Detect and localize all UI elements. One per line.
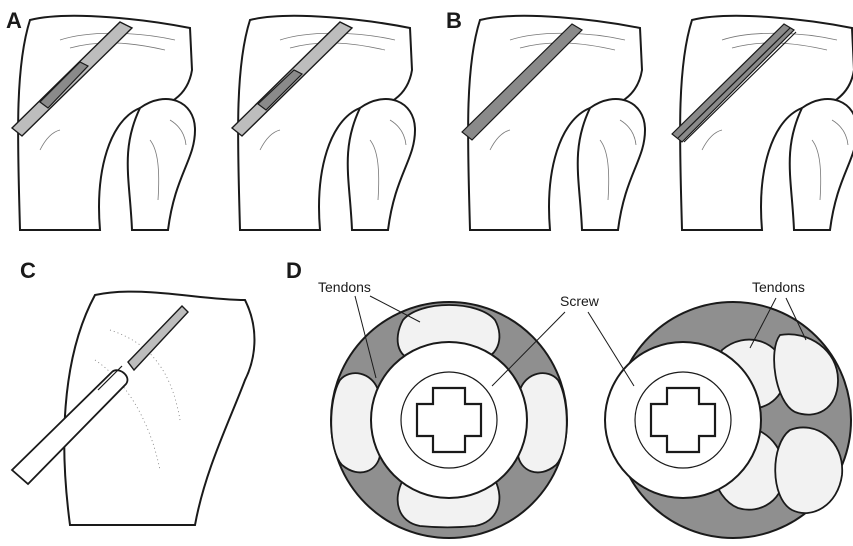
panel-label-d: D bbox=[286, 258, 302, 283]
panel-a-left-drawing bbox=[12, 16, 195, 230]
leader-screw-2 bbox=[588, 312, 634, 386]
panel-b-right-drawing bbox=[672, 16, 853, 230]
panel-label-c: C bbox=[20, 258, 36, 283]
cross-section-left bbox=[331, 302, 567, 538]
panel-label-a: A bbox=[6, 8, 22, 33]
callout-tendons-left: Tendons bbox=[318, 279, 371, 295]
panel-c-drawing bbox=[12, 292, 254, 525]
panel-a-right-drawing bbox=[232, 16, 415, 230]
panel-b-left-drawing bbox=[462, 16, 645, 230]
cross-section-right bbox=[605, 302, 851, 538]
callout-tendons-right: Tendons bbox=[752, 279, 805, 295]
callout-screw: Screw bbox=[560, 293, 600, 309]
tendon-r4 bbox=[775, 427, 842, 513]
panel-label-b: B bbox=[446, 8, 462, 33]
